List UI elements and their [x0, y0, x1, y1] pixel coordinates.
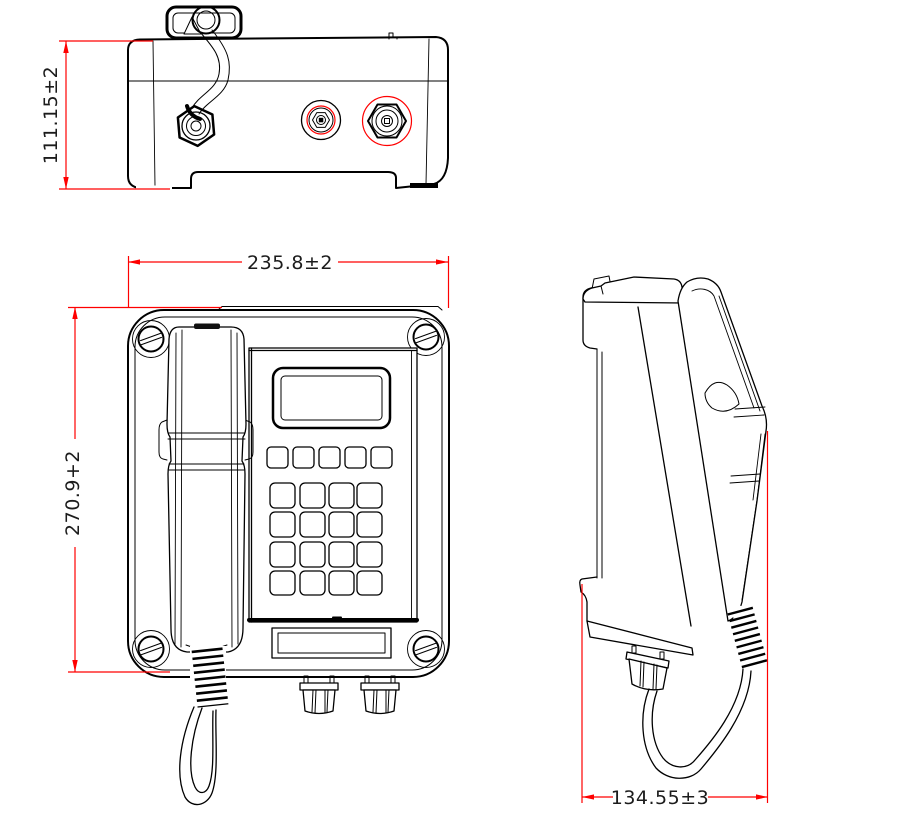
dimension-front-height: 270.9+2: [61, 306, 222, 673]
keypad-key: [299, 541, 326, 568]
keypad-key: [356, 511, 383, 538]
function-key: [370, 446, 393, 469]
keypad-key: [356, 570, 383, 596]
side-view: [579, 275, 768, 779]
side-enclosure-bottom: [586, 620, 694, 656]
function-key: [266, 446, 289, 469]
side-enclosure-front-edge: [637, 306, 692, 627]
bottom-cable-gland: [299, 675, 339, 715]
dim-label-front-height: 270.9+2: [62, 450, 84, 536]
top-cable-gland-left: [176, 104, 216, 148]
handset-cord-top: [185, 29, 230, 121]
corner-screws: [132, 318, 445, 668]
top-connector-right: [361, 95, 413, 147]
keypad-key: [269, 541, 296, 568]
top-connector-middle: [300, 99, 342, 141]
dim-label-side-depth: 134.55±3: [611, 787, 710, 809]
function-key: [318, 446, 341, 469]
side-enclosure-top: [582, 276, 684, 304]
keypad-key: [269, 570, 296, 596]
handset-grip-opening: [704, 381, 740, 412]
bottom-cable-gland: [360, 675, 400, 715]
dimension-side-depth: 134.55±3: [581, 431, 769, 809]
keypad-key: [299, 511, 326, 538]
dimension-front-width: 235.8±2: [127, 251, 450, 308]
wall-bracket: [579, 285, 603, 622]
function-keys: [266, 446, 393, 469]
screw-icon: [412, 323, 440, 351]
label-window: [271, 627, 392, 659]
keypad-key: [356, 541, 383, 568]
top-view: [127, 5, 449, 190]
keypad-key: [356, 482, 383, 509]
keypad-key: [269, 482, 296, 509]
keypad-key: [269, 511, 296, 538]
keypad-key: [299, 482, 326, 509]
dial-keypad: [269, 482, 383, 596]
dim-label-front-width: 235.8±2: [247, 252, 333, 274]
dim-label-top-height: 111.15±2: [40, 66, 62, 165]
cord-ring-icon: [191, 5, 221, 35]
function-key: [292, 446, 315, 469]
handset-cord-front: [179, 646, 229, 806]
screw-icon: [137, 635, 165, 663]
dimension-top-height: 111.15±2: [40, 40, 170, 190]
lcd-display: [271, 366, 392, 430]
function-key: [344, 446, 367, 469]
screw-icon: [412, 635, 440, 663]
screw-icon: [137, 325, 165, 353]
handset-cord-side: [642, 604, 768, 779]
keypad-panel: [247, 347, 419, 623]
side-cable-gland: [625, 645, 670, 691]
keypad-key: [328, 570, 355, 596]
handset-side: [677, 277, 768, 622]
keypad-key: [328, 511, 355, 538]
keypad-key: [328, 482, 355, 509]
handset-front: [158, 323, 254, 653]
front-view: [127, 306, 450, 806]
keypad-key: [299, 570, 326, 596]
keypad-key: [328, 541, 355, 568]
